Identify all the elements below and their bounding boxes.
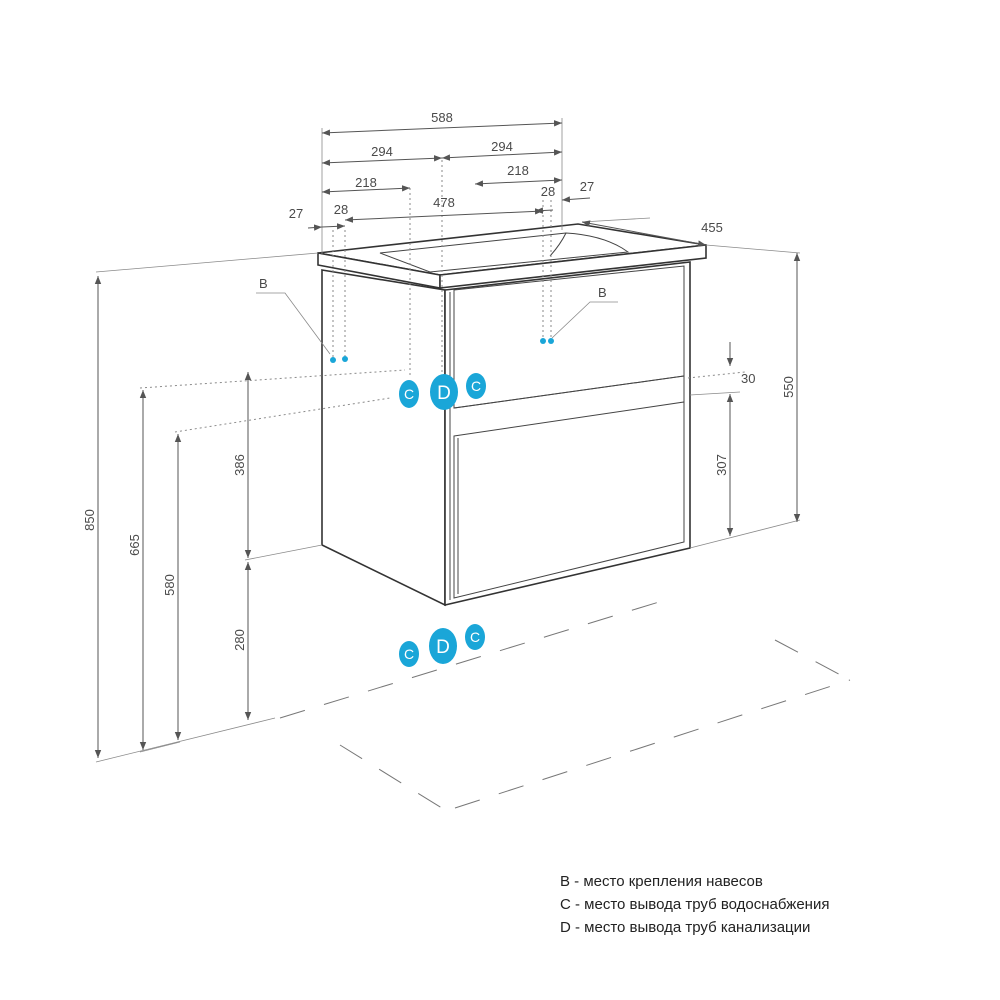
dim-455: 455 [701,220,723,235]
cabinet-side-panel [321,269,446,607]
dim-28-left: 28 [334,202,348,217]
dim-580: 580 [162,574,177,596]
floor-outline [279,597,851,811]
legend: B - место крепления навесов C - место вы… [560,870,960,939]
dim-218-right: 218 [507,163,529,178]
dim-478: 478 [433,195,455,210]
dim-27-right: 27 [580,179,594,194]
dim-280: 280 [232,629,247,651]
dimension-labels: 588 294 294 218 218 478 27 28 28 27 455 … [82,110,796,651]
mount-point-dot [330,357,336,363]
cabinet-front-panel [444,261,691,607]
dim-294-right: 294 [491,139,513,154]
dim-28-right: 28 [541,184,555,199]
legend-item-d: D - место вывода труб канализации [560,919,811,936]
mount-point-dot [342,356,348,362]
dim-665: 665 [127,534,142,556]
mount-point-dot [540,338,546,344]
marker-c-floor-left: C [404,646,414,662]
dim-386: 386 [232,454,247,476]
marker-c-floor-right: C [470,629,480,645]
legend-item-c: C - место вывода труб водоснабжения [560,896,830,913]
marker-b-right: B [598,285,607,300]
dim-27-left: 27 [289,206,303,221]
dim-550: 550 [781,376,796,398]
marker-c-wall-right: C [471,378,481,394]
pipe-markers-wall: C D C [399,373,486,410]
pipe-markers-floor: C D C [399,624,485,667]
cabinet [321,261,691,607]
marker-d-wall: D [437,383,451,404]
mount-point-markers: B B [256,276,618,363]
dim-30: 30 [741,371,755,386]
marker-d-floor: D [436,637,450,658]
dimension-lines [94,120,801,758]
dim-307: 307 [714,454,729,476]
marker-b-left: B [259,276,268,291]
dim-850: 850 [82,509,97,531]
dim-588: 588 [431,110,453,125]
mount-point-dot [548,338,554,344]
dim-218-left: 218 [355,175,377,190]
legend-item-b: B - место крепления навесов [560,873,763,890]
dim-294-left: 294 [371,144,393,159]
marker-c-wall-left: C [404,386,414,402]
